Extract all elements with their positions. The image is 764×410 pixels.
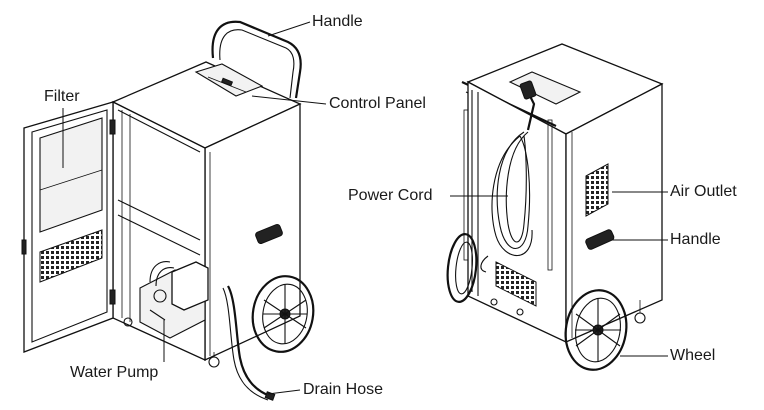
air-outlet-grill	[585, 163, 609, 217]
label-power-cord: Power Cord	[348, 187, 433, 204]
leader-lines	[62, 21, 668, 395]
label-control-panel: Control Panel	[329, 95, 426, 112]
label-handle-side: Handle	[670, 231, 721, 248]
top-handle	[211, 20, 302, 99]
rear-view-unit	[446, 43, 664, 371]
rear-side-handle	[585, 229, 615, 250]
door-grill	[39, 229, 103, 283]
right-wheel	[564, 289, 628, 371]
rear-lower-grill	[495, 261, 537, 307]
drain-hose	[227, 285, 271, 398]
label-water-pump: Water Pump	[70, 364, 159, 381]
label-wheel: Wheel	[670, 347, 716, 364]
power-cord	[480, 80, 537, 273]
left-wheel	[251, 275, 315, 353]
side-handle-slot	[255, 223, 283, 245]
label-air-outlet: Air Outlet	[670, 183, 737, 200]
front-view-unit	[21, 20, 315, 401]
label-filter: Filter	[44, 88, 80, 105]
label-handle-top: Handle	[312, 13, 363, 30]
label-drain-hose: Drain Hose	[303, 381, 384, 398]
rear-right-side	[565, 82, 663, 343]
control-panel-shape	[194, 63, 264, 97]
filter	[39, 117, 103, 233]
